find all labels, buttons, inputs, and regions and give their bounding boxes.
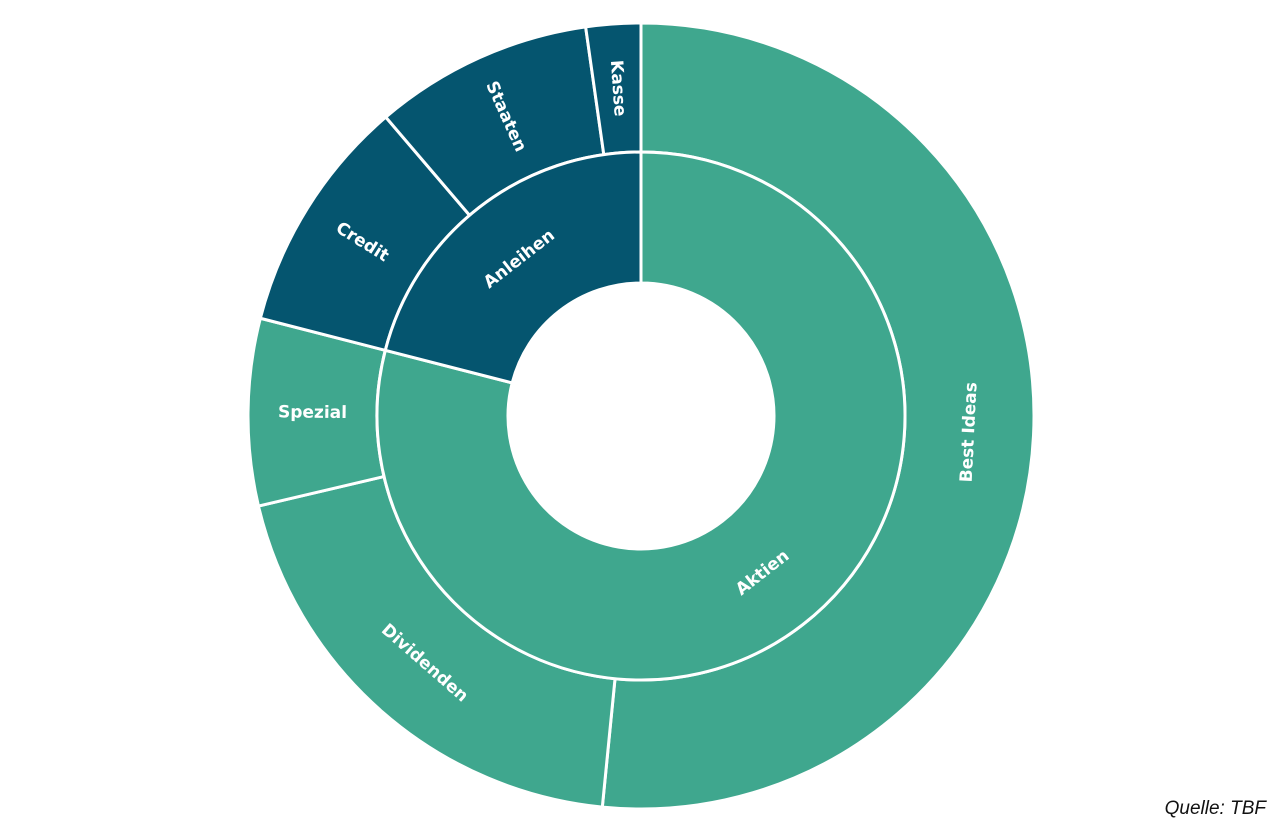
inner-segment-aktien <box>375 150 907 682</box>
outer-label-spezial: Spezial <box>278 402 347 423</box>
outer-label-best-ideas: Best Ideas <box>957 382 982 483</box>
outer-label-kasse: Kasse <box>606 59 630 117</box>
source-note: Quelle: TBF <box>1164 798 1266 819</box>
inner-segment-anleihen <box>383 150 643 385</box>
